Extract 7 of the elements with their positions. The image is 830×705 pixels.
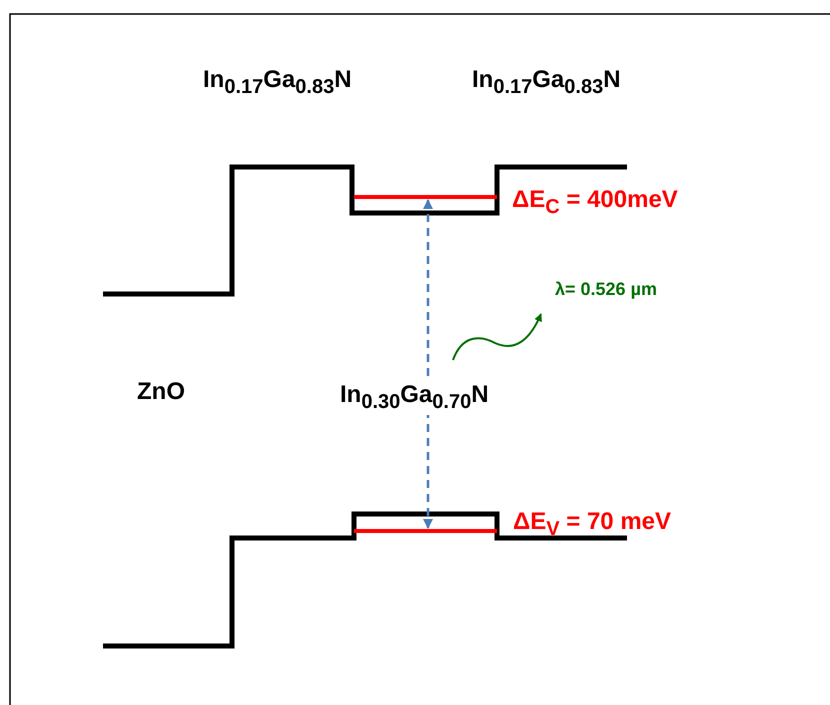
wavelength-label: λ= 0.526 µm [555, 280, 657, 298]
layer-label: In$_{0.17}$Ga$_{0.83}$N [472, 68, 621, 97]
layer-label: ZnO [137, 380, 185, 404]
energy-offset-label: ΔE$_{V}$ = 70 meV [513, 510, 672, 539]
layer-label: In$_{0.30}$Ga$_{0.70}$N [340, 380, 489, 415]
layer-label: In$_{0.17}$Ga$_{0.83}$N [203, 68, 352, 97]
energy-offset-label: ΔE$_{C}$ = 400meV [512, 188, 678, 217]
